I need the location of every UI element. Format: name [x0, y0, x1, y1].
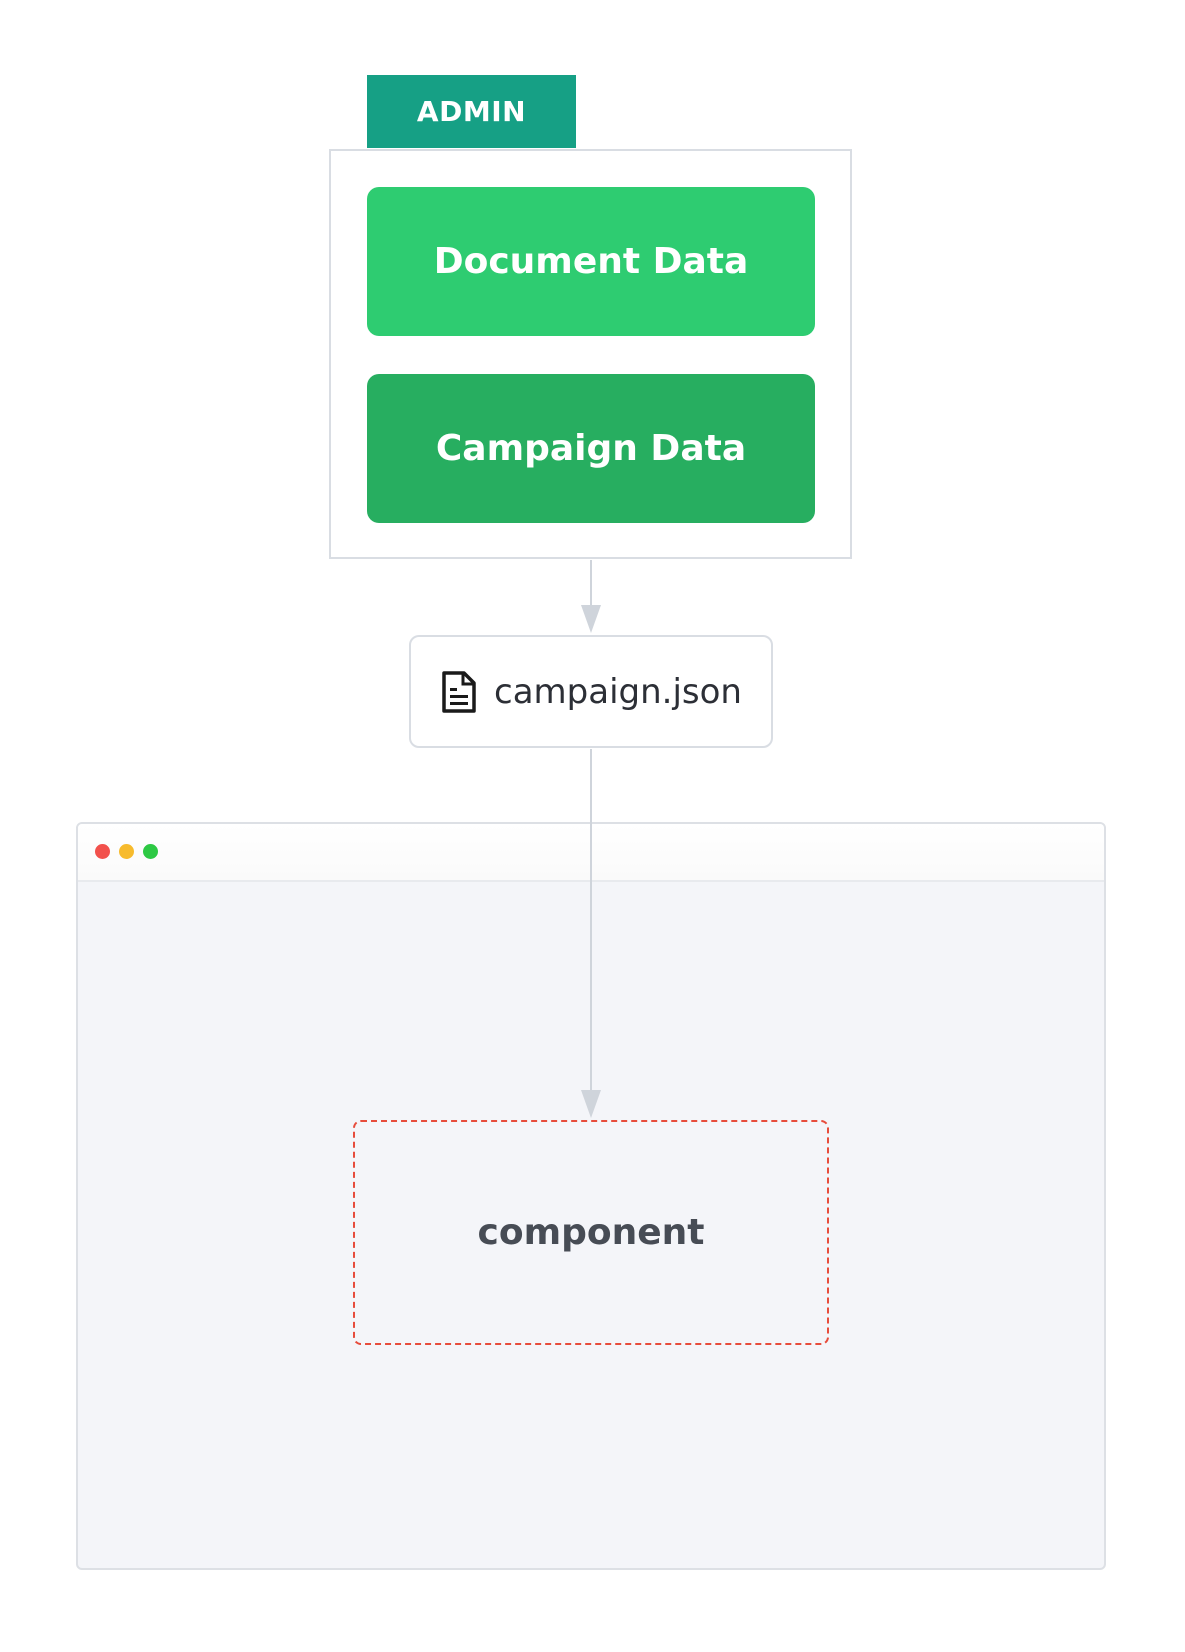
campaign-json-file[interactable]: campaign.json: [409, 635, 773, 748]
close-dot-icon: [95, 844, 110, 859]
arrowhead-admin-to-file: [581, 605, 601, 633]
maximize-dot-icon: [143, 844, 158, 859]
document-icon: [442, 670, 476, 713]
file-label: campaign.json: [494, 671, 742, 712]
minimize-dot-icon: [119, 844, 134, 859]
document-data-block[interactable]: Document Data: [367, 187, 815, 336]
component-box[interactable]: component: [353, 1120, 829, 1345]
admin-tab: ADMIN: [367, 75, 576, 148]
browser-title-bar: [78, 824, 1104, 882]
campaign-data-block[interactable]: Campaign Data: [367, 374, 815, 523]
